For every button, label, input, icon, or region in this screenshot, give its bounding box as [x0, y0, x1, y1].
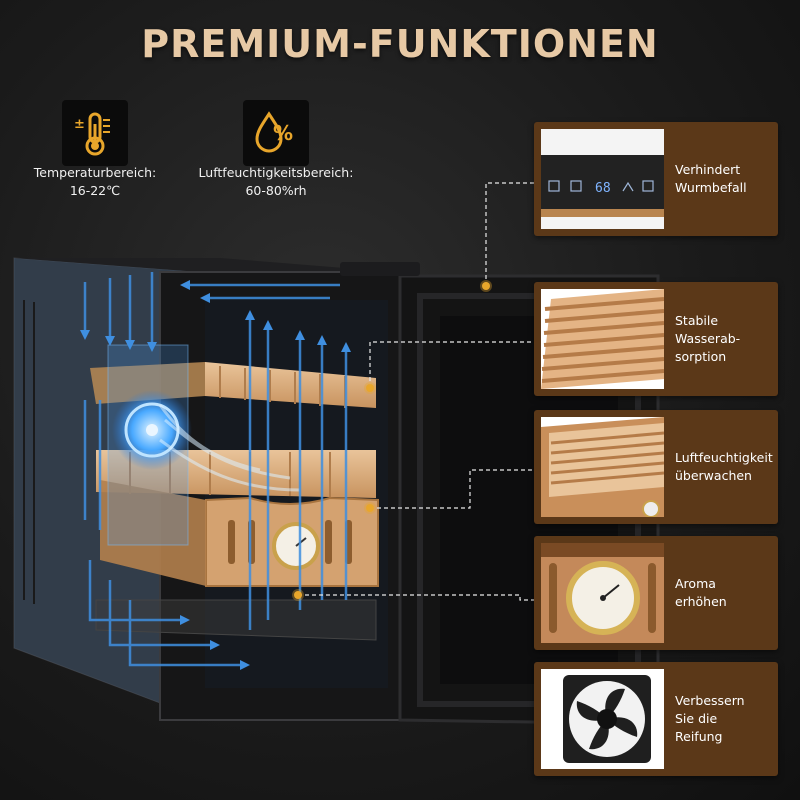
- feature-text: Verhindert Wurmbefall: [675, 162, 747, 195]
- callout-dot-drawer: [366, 504, 374, 512]
- mode-icon: [570, 180, 582, 192]
- control-panel-image: 68: [541, 129, 664, 229]
- humidity-drop-icon: %: [243, 100, 309, 166]
- humidity-value: 60-80%rh: [245, 183, 307, 198]
- humidity-spec: Luftfeuchtigkeitsbereich: 60-80%rh: [190, 164, 362, 200]
- feature-text: Aroma erhöhen: [675, 576, 727, 609]
- temperature-label: Temperaturbereich:: [33, 165, 157, 180]
- feature-card-pest: 68 Verhindert Wurmbefall: [534, 122, 778, 236]
- feature-card-absorption: Stabile Wasserab- sorption: [534, 282, 778, 396]
- light-icon: [548, 180, 560, 192]
- feature-text: Stabile Wasserab- sorption: [675, 313, 741, 364]
- temperature-value: 16-22℃: [69, 183, 121, 198]
- svg-text:±: ±: [74, 117, 85, 132]
- feature-text: Luftfeuchtigkeit überwachen: [675, 450, 773, 483]
- callout-dot-shelf: [366, 384, 374, 392]
- page-title: PREMIUM-FUNKTIONEN: [141, 22, 659, 66]
- feature-card-ripening: Verbessern Sie die Reifung: [534, 662, 778, 776]
- feature-card-humidity: Luftfeuchtigkeit überwachen: [534, 410, 778, 524]
- feature-card-aroma: Aroma erhöhen: [534, 536, 778, 650]
- thermometer-icon: ±: [62, 100, 128, 166]
- callout-dot-panel: [482, 282, 490, 290]
- callout-dot-hygrometer: [294, 591, 302, 599]
- cooling-fan-image: [541, 669, 664, 769]
- svg-text:%: %: [273, 121, 293, 145]
- temperature-display: 68: [595, 181, 611, 196]
- humidity-label: Luftfeuchtigkeitsbereich:: [198, 165, 354, 180]
- feature-text: Verbessern Sie die Reifung: [675, 693, 745, 744]
- hygrometer-image: [541, 543, 664, 643]
- temperature-spec: Temperaturbereich: 16-22℃: [20, 164, 170, 200]
- cedar-shelf-image: [541, 289, 664, 389]
- cedar-drawer-image: [541, 417, 664, 517]
